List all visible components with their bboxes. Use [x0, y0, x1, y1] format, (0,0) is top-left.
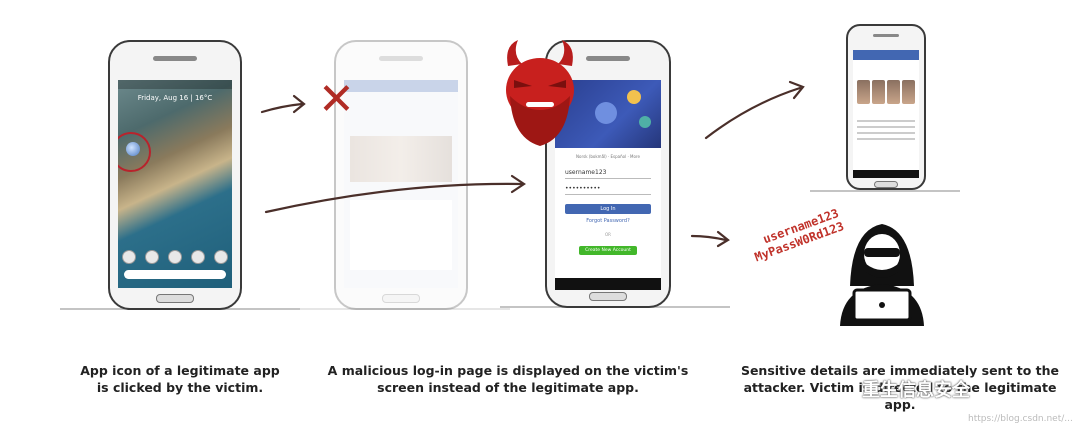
home-button [156, 294, 194, 303]
legitimate-app-screen [853, 50, 919, 178]
home-button [589, 292, 627, 301]
ground-line-2 [300, 308, 510, 310]
status-bar [118, 80, 232, 89]
phone-speaker [153, 56, 197, 61]
home-screen: Friday, Aug 16 | 16°C [118, 80, 232, 288]
app-top-bar [344, 80, 458, 92]
caption-step-3: Sensitive details are immediately sent t… [740, 363, 1060, 412]
devil-icon [506, 40, 574, 146]
story-photo [902, 80, 915, 104]
post-text-line [857, 132, 915, 134]
phone-app-icon[interactable] [122, 250, 136, 264]
arrow-to-malicious-login [264, 182, 524, 214]
legitimate-app-icon[interactable] [126, 142, 140, 156]
phone-speaker [586, 56, 630, 61]
messages-app-icon[interactable] [145, 250, 159, 264]
password-field[interactable]: •••••••••• [565, 184, 651, 195]
home-button [874, 181, 898, 188]
arrow-to-real-app-head [788, 80, 805, 100]
malicious-login-screen: Norsk (bokmål) · Español · More username… [555, 80, 661, 290]
forgot-password-link[interactable]: Forgot Password? [586, 218, 630, 224]
phone-speaker [873, 34, 899, 37]
highlight-circle [118, 132, 151, 172]
home-button [382, 294, 420, 303]
phone-legitimate-app [846, 24, 926, 190]
arrow-to-attacker [690, 234, 728, 242]
create-account-button[interactable]: Create New Account [579, 246, 637, 255]
decor-dot [639, 116, 651, 128]
username-field[interactable]: username123 [565, 168, 651, 179]
app-dock [122, 250, 228, 264]
blocked-x-mark: ✕ [318, 74, 355, 125]
hacker-icon [840, 224, 924, 326]
legitimate-app-screen [344, 80, 458, 288]
or-divider: OR [605, 232, 611, 237]
arrow-to-legitimate-app-head [292, 94, 306, 114]
app-post-block [350, 200, 452, 270]
caption-step-1: App icon of a legitimate app is clicked … [80, 363, 280, 395]
story-photo [857, 80, 870, 104]
arrow-to-real-app [704, 86, 802, 140]
watermark-text: 重生信息安全 [862, 380, 970, 401]
watermark-url: https://blog.csdn.net/... [968, 414, 1073, 424]
decor-dot [627, 90, 641, 104]
android-nav-bar [853, 170, 919, 178]
android-nav-bar [555, 278, 661, 290]
decor-dot [595, 102, 617, 124]
story-photo [872, 80, 885, 104]
arrow-to-legitimate-app [260, 102, 304, 114]
home-clock-widget: Friday, Aug 16 | 16°C [137, 94, 213, 102]
google-search-bar[interactable] [124, 270, 226, 279]
phone-speaker [379, 56, 423, 61]
camera-icon[interactable] [214, 250, 228, 264]
play-store-icon[interactable] [168, 250, 182, 264]
app-photo-strip [350, 136, 452, 182]
caption-step-2: A malicious log-in page is displayed on … [327, 363, 689, 395]
ground-line-4 [810, 190, 960, 192]
phone-legitimate-app-faded [334, 40, 468, 310]
story-photo [887, 80, 900, 104]
login-button[interactable]: Log In [565, 204, 651, 214]
post-text-line [857, 138, 915, 140]
post-text-line [857, 126, 915, 128]
arrow-to-malicious-login-head [510, 174, 526, 194]
app-top-bar [853, 50, 919, 60]
language-selector[interactable]: Norsk (bokmål) · Español · More [576, 154, 640, 159]
post-text-line [857, 120, 915, 122]
arrow-to-attacker-head [716, 230, 730, 248]
phone-home-screen: Friday, Aug 16 | 16°C [108, 40, 242, 310]
chrome-icon[interactable] [191, 250, 205, 264]
